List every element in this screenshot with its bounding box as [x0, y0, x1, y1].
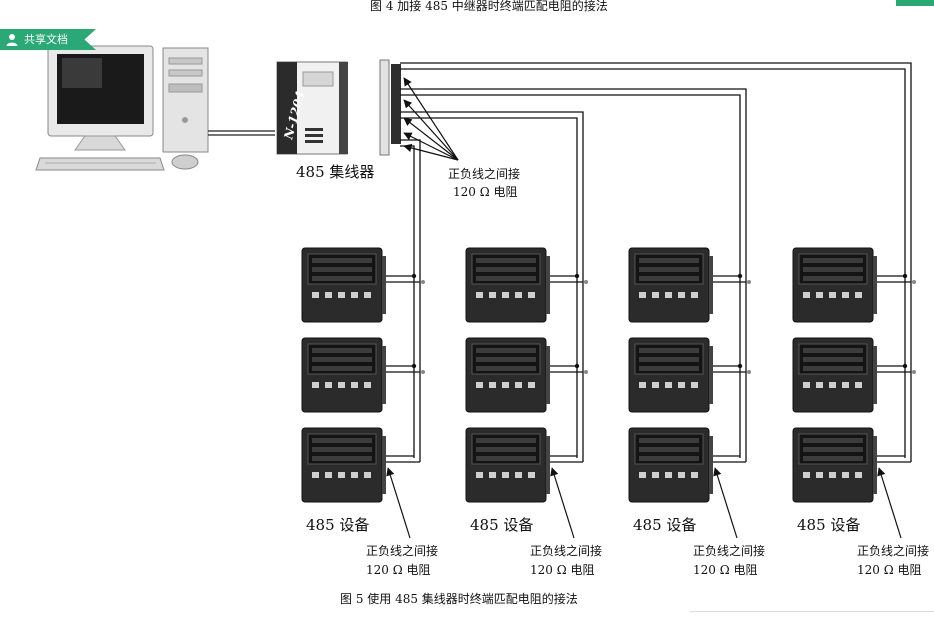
- junction-dot: [574, 363, 580, 369]
- device-resistor-note-line2: 120 Ω 电阻: [530, 563, 594, 577]
- junction-dot: [737, 273, 743, 279]
- device-resistor-note-line1: 正负线之间接: [366, 543, 438, 558]
- junction-dot: [902, 363, 908, 369]
- rs485-device: [465, 427, 550, 503]
- resistor-arrow: [713, 467, 738, 539]
- bus-wiring: [386, 62, 916, 463]
- corner-tab: [896, 0, 934, 6]
- device-resistor-note-line2: 120 Ω 电阻: [857, 563, 921, 577]
- junction-dot: [421, 280, 425, 284]
- computer: [35, 45, 209, 171]
- junction-dot: [411, 363, 417, 369]
- hub-device: N-1204: [276, 59, 401, 156]
- rs485-device: [465, 337, 550, 413]
- bus-wire-b: [400, 88, 747, 462]
- device-resistor-note-line2: 120 Ω 电阻: [693, 563, 757, 577]
- hub-resistor-arrows: [403, 77, 459, 161]
- junction-dot: [902, 273, 908, 279]
- caption-bottom: 图 5 使用 485 集线器时终端匹配电阻的接法: [340, 591, 578, 606]
- share-document-label: 共享文档: [24, 33, 68, 46]
- share-document-badge[interactable]: 共享文档: [0, 29, 96, 50]
- rs485-device: [301, 247, 386, 323]
- junction-dot: [737, 363, 743, 369]
- device-resistor-note-line2: 120 Ω 电阻: [366, 563, 430, 577]
- rs485-device: [628, 427, 713, 503]
- rs485-device: [628, 337, 713, 413]
- user-icon: [6, 34, 18, 46]
- hub-label: 485 集线器: [296, 163, 374, 181]
- junction-dot: [584, 370, 588, 374]
- device-resistor-note-line1: 正负线之间接: [530, 543, 602, 558]
- resistor-arrow: [877, 467, 902, 539]
- bus-wire-a: [400, 68, 906, 458]
- device-label: 485 设备: [306, 516, 369, 534]
- junction-dot: [574, 273, 580, 279]
- junction-dot: [912, 370, 916, 374]
- hub-resistor-note-line2: 120 Ω 电阻: [453, 185, 517, 199]
- bus-wire-b: [400, 139, 421, 462]
- rs485-device: [301, 337, 386, 413]
- bottom-rule: [690, 611, 934, 612]
- rs485-device: [792, 427, 877, 503]
- bus-wire-a: [400, 145, 415, 458]
- junction-dot: [421, 370, 425, 374]
- bus-wire-b: [400, 62, 912, 462]
- hub-resistor-note-line1: 正负线之间接: [448, 166, 520, 181]
- junction-dot: [584, 280, 588, 284]
- rs485-device: [465, 247, 550, 323]
- junction-dot: [912, 280, 916, 284]
- caption-top: 图 4 加接 485 中继器时终端匹配电阻的接法: [370, 0, 608, 13]
- bus-wire-a: [400, 117, 578, 458]
- device-resistor-note-line1: 正负线之间接: [857, 543, 929, 558]
- junction-dot: [747, 370, 751, 374]
- device-label: 485 设备: [633, 516, 696, 534]
- resistor-arrow: [550, 467, 575, 539]
- rs485-device: [792, 247, 877, 323]
- device-label: 485 设备: [470, 516, 533, 534]
- junction-dot: [747, 280, 751, 284]
- junction-dot: [411, 273, 417, 279]
- rs485-device: [628, 247, 713, 323]
- resistor-arrow: [386, 467, 411, 539]
- bus-wire-a: [400, 94, 741, 458]
- rs485-device: [792, 337, 877, 413]
- device-label: 485 设备: [797, 516, 860, 534]
- bus-wire-b: [400, 111, 584, 462]
- device-resistor-note-line1: 正负线之间接: [693, 543, 765, 558]
- rs485-device: [301, 427, 386, 503]
